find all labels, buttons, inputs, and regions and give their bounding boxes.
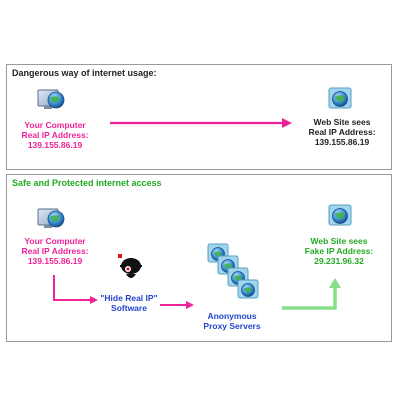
- website-globe-icon: [328, 87, 352, 109]
- proxy-to-website-arrow: [282, 278, 341, 310]
- bottom-website-line-1: Web Site sees: [310, 236, 368, 246]
- top-computer-line-1: Your Computer: [24, 120, 86, 130]
- website-globe-icon: [328, 204, 352, 226]
- software-to-proxy-arrow: [160, 301, 194, 309]
- proxy-server-icon: [207, 243, 259, 299]
- top-website-line-3: 139.155.86.19: [314, 137, 370, 147]
- safe-panel: Safe and Protected internet access: [6, 174, 392, 342]
- software-line-2: Software: [111, 303, 147, 313]
- dangerous-panel-title: Dangerous way of internet usage:: [12, 68, 157, 78]
- bottom-website-label: Web Site sees Fake IP Address: 29.231.96…: [292, 236, 386, 266]
- proxies-label: Anonymous Proxy Servers: [190, 311, 274, 331]
- top-computer-line-3: 139.155.86.19: [27, 140, 83, 150]
- spy-software-icon: [118, 254, 142, 278]
- top-website-label: Web Site sees Real IP Address: 139.155.8…: [297, 117, 387, 147]
- bottom-computer-line-2: Real IP Address:: [21, 246, 89, 256]
- proxies-line-2: Proxy Servers: [203, 321, 261, 331]
- software-label: "Hide Real IP" Software: [94, 293, 164, 313]
- bottom-computer-line-1: Your Computer: [24, 236, 86, 246]
- safe-panel-title: Safe and Protected internet access: [12, 178, 162, 188]
- bottom-computer-line-3: 139.155.86.19: [27, 256, 83, 266]
- computer-globe-icon: [37, 208, 65, 228]
- proxies-line-1: Anonymous: [207, 311, 257, 321]
- bottom-computer-label: Your Computer Real IP Address: 139.155.8…: [10, 236, 100, 266]
- computer-to-software-arrow: [53, 275, 98, 304]
- software-line-1: "Hide Real IP": [100, 293, 158, 303]
- bottom-website-line-2: Fake IP Address:: [304, 246, 374, 256]
- bottom-website-line-3: 29.231.96.32: [314, 256, 364, 266]
- top-website-line-1: Web Site sees: [313, 117, 371, 127]
- top-computer-line-2: Real IP Address:: [21, 130, 89, 140]
- dangerous-panel: Dangerous way of internet usage:: [6, 64, 392, 170]
- direct-connection-arrow: [110, 118, 292, 128]
- computer-globe-icon: [37, 89, 65, 109]
- top-website-line-2: Real IP Address:: [308, 127, 376, 137]
- top-computer-label: Your Computer Real IP Address: 139.155.8…: [10, 120, 100, 150]
